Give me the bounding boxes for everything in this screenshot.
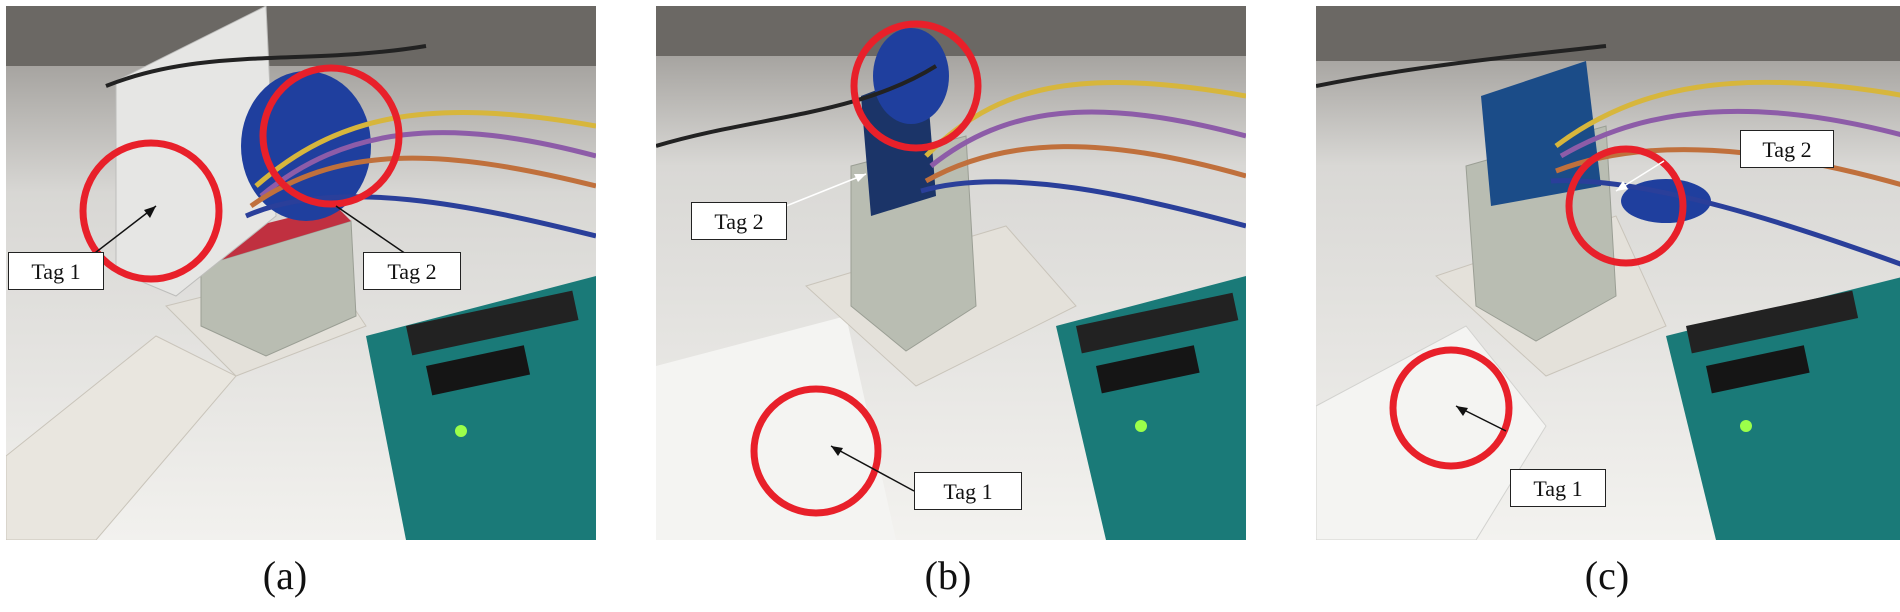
caption-c: (c)	[1584, 553, 1630, 598]
photo-panel-c: Tag 2 Tag 1	[1316, 6, 1900, 540]
wire	[254, 110, 596, 188]
arrow-line	[90, 205, 157, 257]
enclosure-interior	[201, 206, 351, 266]
arrow-head	[854, 174, 866, 182]
arduino-header	[1076, 292, 1239, 354]
rfid-reader-module	[1481, 61, 1601, 206]
breadboard-long	[6, 335, 237, 540]
led-icon	[1740, 420, 1752, 432]
wire	[929, 109, 1246, 168]
arrow-head	[1456, 406, 1468, 416]
arduino-chip	[1096, 345, 1200, 394]
highlight-circle	[850, 20, 982, 152]
wire	[1554, 79, 1900, 149]
wire	[1316, 44, 1607, 88]
tag-1-label: Tag 1	[1510, 469, 1606, 507]
wire	[259, 130, 596, 198]
arrow-head	[1616, 181, 1628, 191]
arrow-head	[831, 446, 843, 456]
photo-panel-b: Tag 2 Tag 1	[656, 6, 1246, 540]
led-icon	[455, 425, 467, 437]
arduino-chip	[1706, 345, 1810, 394]
arrow-line	[335, 205, 407, 255]
wire	[105, 44, 427, 88]
arduino-header	[1686, 290, 1859, 354]
tag-2-label: Tag 2	[363, 252, 461, 290]
tag-2-label: Tag 2	[1740, 130, 1834, 168]
dark-background	[1316, 6, 1900, 61]
highlight-circle	[79, 139, 223, 283]
arrow-line	[785, 173, 867, 207]
arduino-header	[406, 290, 579, 356]
wire	[1550, 178, 1900, 267]
wire	[656, 64, 938, 148]
arrow-head	[144, 206, 156, 218]
photo-b-illustration	[656, 6, 1246, 540]
wire	[244, 194, 596, 239]
white-card-tag	[656, 316, 896, 540]
tag-2-label: Tag 2	[691, 202, 787, 240]
photo-panel-a: Tag 1 Tag 2	[6, 6, 596, 540]
white-card-tag	[115, 6, 277, 297]
wire	[924, 144, 1246, 184]
wire	[920, 179, 1246, 229]
photo-c-illustration	[1316, 6, 1900, 540]
tag-1-label: Tag 1	[914, 472, 1022, 510]
caption-a: (a)	[262, 553, 308, 598]
photo-a-illustration	[6, 6, 596, 540]
led-icon	[1135, 420, 1147, 432]
highlight-circle	[1565, 145, 1687, 267]
highlight-circle	[750, 385, 882, 517]
caption-b: (b)	[924, 553, 972, 598]
wire	[1559, 108, 1900, 159]
arduino-chip	[426, 345, 531, 396]
tag-1-label: Tag 1	[8, 252, 104, 290]
blue-rfid-fob	[873, 28, 949, 124]
highlight-circle	[259, 64, 403, 208]
highlight-circle	[1389, 346, 1513, 470]
arrow-line	[830, 445, 915, 492]
